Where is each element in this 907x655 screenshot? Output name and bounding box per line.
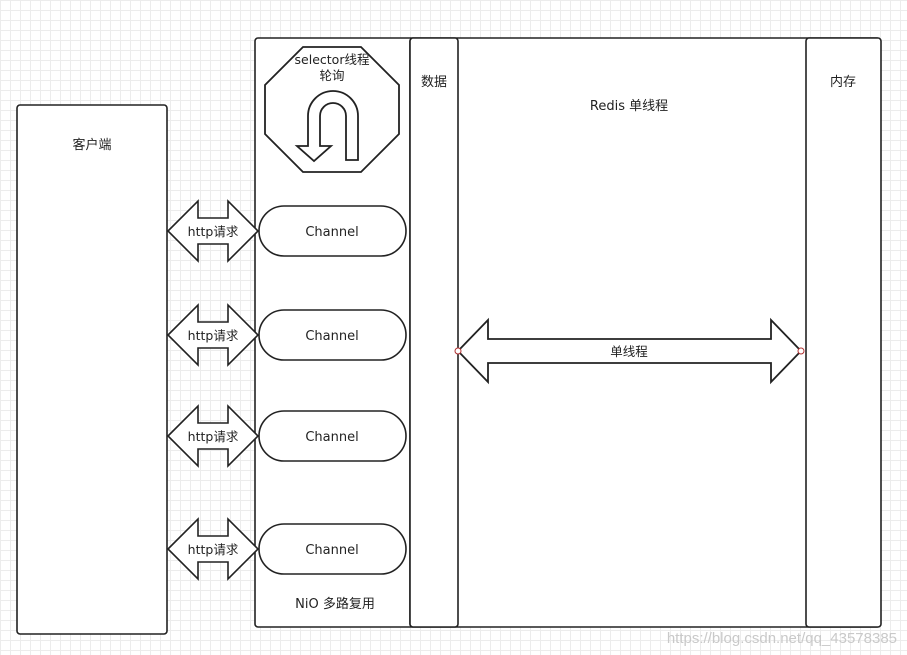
client-box bbox=[16, 104, 168, 635]
channel-box bbox=[258, 309, 407, 361]
selector-line2: 轮询 bbox=[319, 68, 344, 83]
channel-row-2: http请求 Channel bbox=[166, 303, 407, 367]
nio-label: NiO 多路复用 bbox=[295, 596, 375, 612]
channel-label: Channel bbox=[305, 329, 358, 344]
channel-box bbox=[258, 205, 407, 257]
selector-octagon bbox=[264, 46, 400, 173]
http-request-label: http请求 bbox=[188, 328, 239, 343]
double-arrow-icon bbox=[166, 517, 260, 581]
http-request-label: http请求 bbox=[188, 224, 239, 239]
data-column bbox=[409, 37, 459, 628]
double-arrow-icon bbox=[166, 199, 260, 263]
http-request-label: http请求 bbox=[188, 542, 239, 557]
channel-label: Channel bbox=[305, 430, 358, 445]
channel-row-1: http请求 Channel bbox=[166, 199, 407, 263]
selector-line1: selector线程 bbox=[295, 52, 370, 67]
memory-column bbox=[805, 37, 882, 628]
http-request-label: http请求 bbox=[188, 429, 239, 444]
single-thread-label: 单线程 bbox=[610, 344, 648, 359]
double-arrow-icon bbox=[166, 404, 260, 468]
channel-box bbox=[258, 410, 407, 462]
client-label: 客户端 bbox=[72, 137, 111, 153]
connection-point bbox=[454, 347, 462, 355]
channel-label: Channel bbox=[305, 225, 358, 240]
channel-box bbox=[258, 523, 407, 575]
channel-label: Channel bbox=[305, 543, 358, 558]
watermark-text: https://blog.csdn.net/qq_43578385 bbox=[667, 630, 897, 647]
memory-label: 内存 bbox=[830, 74, 856, 90]
connection-point bbox=[797, 347, 805, 355]
data-label: 数据 bbox=[421, 75, 447, 90]
redis-label: Redis 单线程 bbox=[590, 99, 668, 114]
double-arrow-icon bbox=[166, 303, 260, 367]
channel-row-4: http请求 Channel bbox=[166, 517, 407, 581]
u-turn-arrow-icon bbox=[294, 90, 359, 163]
channel-row-3: http请求 Channel bbox=[166, 404, 407, 468]
